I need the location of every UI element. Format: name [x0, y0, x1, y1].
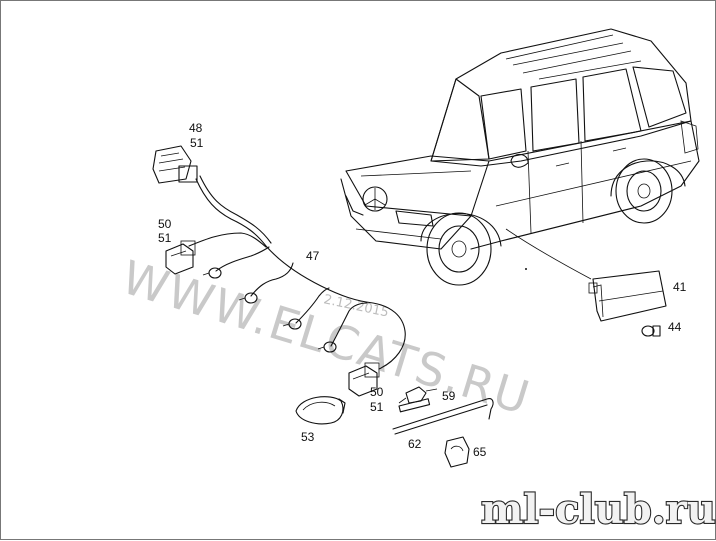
- callout-41: 41: [673, 280, 687, 294]
- watermark-text: WWW.ELCATS.RU: [116, 250, 537, 426]
- callout-47: 47: [306, 249, 320, 263]
- callout-51-lower: 51: [370, 400, 384, 414]
- vehicle-drawing: [340, 28, 700, 286]
- callout-51-top: 51: [190, 136, 204, 150]
- callout-50-upper: 50: [158, 217, 172, 231]
- brand-watermark: ml-club.ru: [481, 486, 716, 533]
- callout-44: 44: [668, 320, 682, 334]
- callout-53: 53: [301, 430, 315, 444]
- callout-59: 59: [442, 389, 456, 403]
- part-59-bulb-socket: [398, 386, 438, 404]
- part-50-connector-lower: [348, 362, 380, 397]
- callout-51-upper: 51: [158, 231, 172, 245]
- callout-50-lower: 50: [370, 385, 384, 399]
- callout-65: 65: [473, 445, 487, 459]
- callout-48: 48: [189, 121, 203, 135]
- part-48-connector: [152, 145, 198, 184]
- part-50-connector-upper: [165, 240, 196, 275]
- part-53-fog-lamp: [295, 396, 346, 425]
- part-44-bulb: [641, 325, 661, 337]
- part-41-lamp-housing: [588, 270, 667, 322]
- leader-line-41: [505, 228, 592, 280]
- part-65-clip: [444, 436, 470, 468]
- callout-62: 62: [408, 437, 422, 451]
- part-62-rod: [392, 398, 494, 435]
- part-47-wiring-harness: [188, 175, 406, 370]
